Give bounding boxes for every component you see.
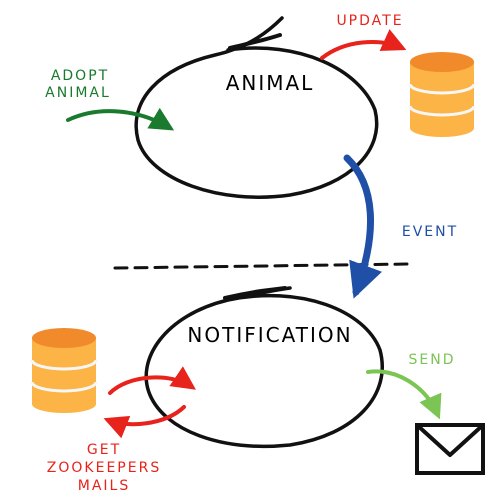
animal-service-outline: [134, 16, 379, 199]
update-action: UPDATE: [320, 13, 407, 60]
notification-service-outline: [144, 286, 384, 448]
send-arrow: [366, 369, 442, 420]
animal-service: ANIMAL: [134, 16, 379, 199]
send-action: SEND: [366, 352, 456, 420]
event-arrow: [343, 154, 383, 299]
get-mails-label-line2: ZOOKEEPERS: [47, 460, 161, 476]
get-zookeepers-mails-action: GET ZOOKEEPERS MAILS: [47, 366, 196, 494]
adopt-animal-label-line1: ADOPT: [51, 68, 109, 84]
send-label: SEND: [409, 352, 456, 368]
adopt-animal-arrow: [66, 107, 175, 131]
animal-database: [408, 52, 476, 137]
update-arrow: [320, 29, 407, 60]
get-mails-request-arrow: [108, 366, 196, 395]
notification-service-stroke-accent: [223, 286, 287, 300]
update-label: UPDATE: [336, 13, 403, 29]
animal-service-label: ANIMAL: [226, 71, 315, 95]
animal-service-stroke-accent: [228, 33, 282, 50]
get-mails-label-line3: MAILS: [78, 478, 130, 494]
notification-service: NOTIFICATION: [144, 286, 384, 448]
envelope-icon: [415, 423, 485, 475]
get-mails-response-arrow: [103, 405, 186, 439]
get-mails-label-line1: GET: [87, 442, 121, 458]
event-label: EVENT: [402, 224, 458, 240]
database-icon: [408, 52, 476, 137]
adopt-animal-label-line2: ANIMAL: [45, 85, 111, 101]
zookeepers-database: [30, 328, 98, 413]
event-action: EVENT: [343, 154, 458, 299]
notification-service-label: NOTIFICATION: [187, 323, 352, 347]
database-icon: [30, 328, 98, 413]
adopt-animal-action: ADOPT ANIMAL: [45, 68, 175, 131]
